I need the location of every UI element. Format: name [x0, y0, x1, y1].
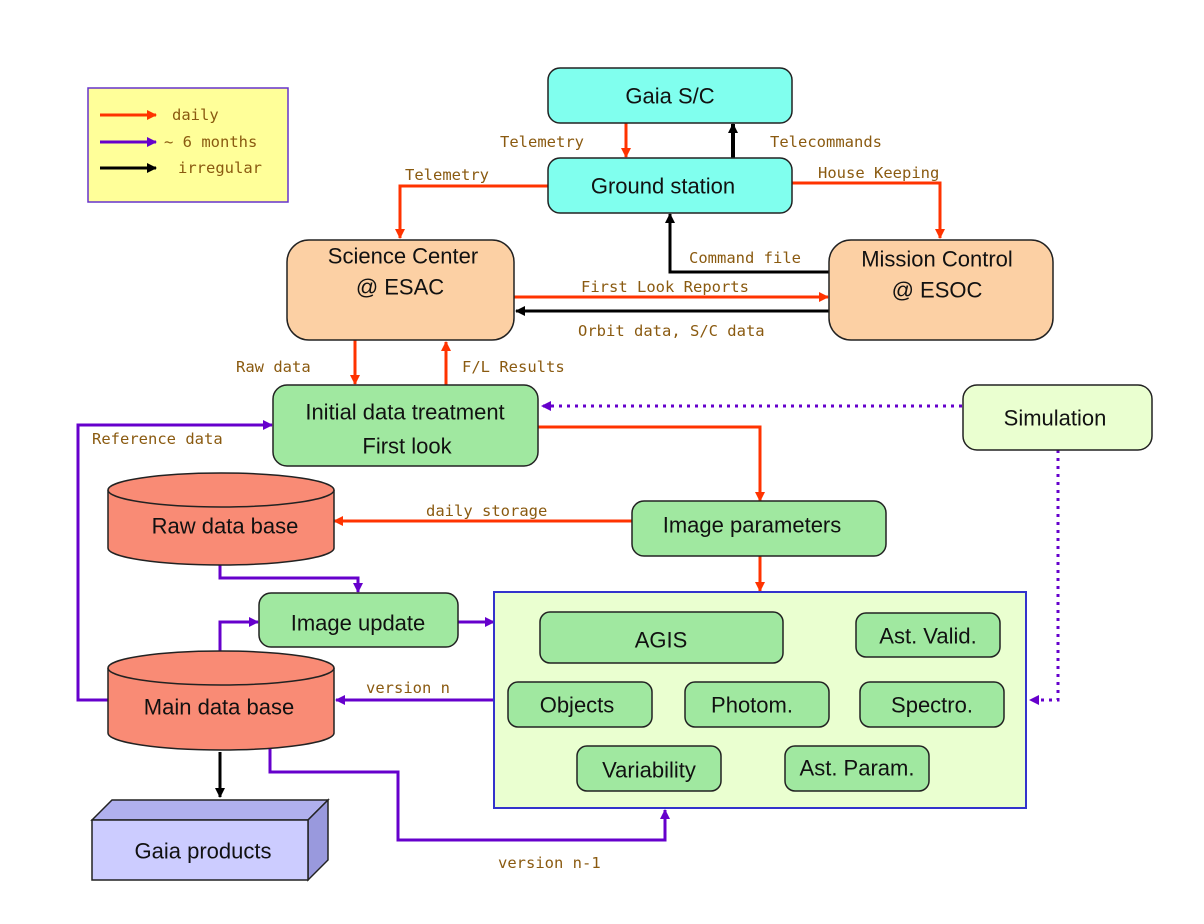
node-raw-db-label: Raw data base: [152, 514, 299, 539]
node-gaia-sc-label: Gaia S/C: [625, 84, 714, 109]
edge-maindb-to-initial: [76, 420, 273, 702]
node-science-center: Science Center @ ESAC: [286, 239, 515, 341]
edge-label-first-look-reports: First Look Reports: [581, 278, 749, 296]
node-gaia-products-label: Gaia products: [135, 839, 272, 864]
node-simulation: Simulation: [962, 384, 1153, 451]
legend-daily-label: daily: [172, 106, 219, 124]
node-gaia-products: Gaia products: [90, 798, 330, 882]
node-ground-station: Ground station: [547, 157, 793, 214]
edge-initial-to-imageparams: [538, 425, 765, 502]
node-science-center-label-2: @ ESAC: [356, 275, 444, 300]
node-variability-label: Variability: [602, 758, 696, 783]
node-mission-control: Mission Control @ ESOC: [828, 239, 1054, 341]
edge-label-telemetry-sc: Telemetry: [500, 133, 584, 151]
edge-label-telemetry-gs: Telemetry: [405, 166, 489, 184]
processing-container: AGIS Ast. Valid. Objects Photom. Spectro…: [493, 591, 1027, 809]
edge-label-version-n: version n: [366, 679, 450, 697]
edge-maindb-to-imageupdate: [218, 617, 259, 660]
edge-label-command-file: Command file: [689, 249, 801, 267]
edge-ground-to-mission: [792, 181, 945, 239]
edge-label-daily-storage: daily storage: [426, 502, 547, 520]
node-initial-treatment: Initial data treatment First look: [272, 384, 539, 467]
node-initial-treatment-label-2: First look: [362, 434, 452, 459]
legend-box: [87, 87, 289, 203]
edge-label-fl-results: F/L Results: [462, 358, 565, 376]
edge-label-house-keeping: House Keeping: [818, 164, 939, 182]
node-agis-label: AGIS: [635, 628, 688, 653]
edge-label-version-n1: version n-1: [498, 854, 601, 872]
node-objects: Objects: [507, 681, 653, 728]
node-variability: Variability: [576, 745, 722, 792]
node-initial-treatment-label-1: Initial data treatment: [305, 400, 504, 425]
node-ast-param: Ast. Param.: [784, 745, 930, 792]
node-raw-db: Raw data base: [107, 472, 335, 566]
node-image-parameters-label: Image parameters: [663, 513, 842, 538]
legend-irregular-label: irregular: [178, 159, 262, 177]
legend: daily ~ 6 months irregular: [87, 87, 289, 203]
edge-label-raw-data: Raw data: [236, 358, 311, 376]
node-science-center-label-1: Science Center: [328, 244, 478, 269]
node-mission-control-label-1: Mission Control: [861, 247, 1013, 272]
node-objects-label: Objects: [540, 693, 615, 718]
node-photom: Photom.: [684, 681, 830, 728]
node-image-update: Image update: [258, 592, 459, 648]
node-gaia-sc: Gaia S/C: [547, 67, 793, 124]
node-spectro-label: Spectro.: [891, 693, 973, 718]
node-main-db-label: Main data base: [144, 695, 294, 720]
edge-label-orbit-data: Orbit data, S/C data: [578, 322, 765, 340]
node-spectro: Spectro.: [859, 681, 1005, 728]
edge-ground-to-science: [395, 184, 548, 239]
node-ground-station-label: Ground station: [591, 174, 735, 199]
edge-rawdb-to-imageupdate: [218, 565, 363, 593]
legend-six-months-label: ~ 6 months: [164, 133, 257, 151]
node-main-db: Main data base: [107, 650, 335, 751]
edge-label-reference-data: Reference data: [92, 430, 223, 448]
node-simulation-label: Simulation: [1004, 406, 1107, 431]
node-ast-valid: Ast. Valid.: [855, 612, 1001, 658]
edge-label-telecommands: Telecommands: [770, 133, 882, 151]
edge-maindb-to-processing: [268, 748, 670, 842]
node-ast-valid-label: Ast. Valid.: [879, 624, 976, 649]
node-image-parameters: Image parameters: [631, 500, 887, 557]
node-ast-param-label: Ast. Param.: [800, 756, 915, 781]
node-mission-control-label-2: @ ESOC: [892, 278, 983, 303]
edge-mission-to-ground: [665, 213, 830, 274]
node-agis: AGIS: [539, 611, 784, 664]
node-photom-label: Photom.: [711, 693, 793, 718]
node-image-update-label: Image update: [291, 611, 426, 636]
edge-simulation-to-processing: [1029, 450, 1060, 705]
